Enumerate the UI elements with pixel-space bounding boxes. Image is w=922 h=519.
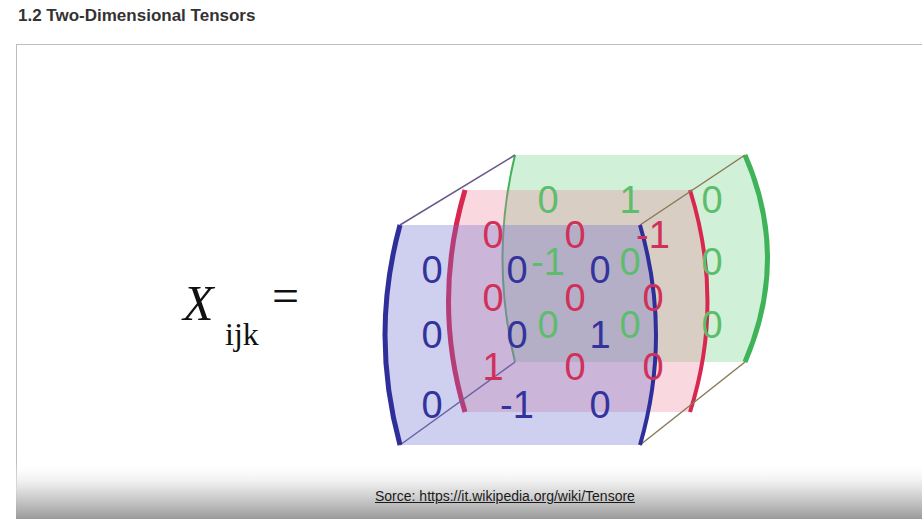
middle-slice-entry: 1 xyxy=(482,348,503,386)
middle-slice-entry: 0 xyxy=(482,216,503,254)
back-slice-entry: 0 xyxy=(537,306,558,344)
back-slice-entry: 1 xyxy=(619,181,640,219)
source-caption: Sorce: https://it.wikipedia.org/wiki/Ten… xyxy=(375,489,635,503)
back-slice-entry: 0 xyxy=(701,181,722,219)
back-slice-entry: 0 xyxy=(619,306,640,344)
middle-slice-entry: 0 xyxy=(482,279,503,317)
back-slice-entry: -1 xyxy=(531,243,565,281)
front-slice-entry: 0 xyxy=(506,316,527,354)
middle-slice-entry: -1 xyxy=(636,216,670,254)
front-slice-entry: -1 xyxy=(500,386,534,424)
back-slice-entry: 0 xyxy=(701,243,722,281)
middle-slice-entry: 0 xyxy=(564,348,585,386)
front-slice-entry: 1 xyxy=(589,316,610,354)
front-slice-entry: 0 xyxy=(506,251,527,289)
front-slice-entry: 0 xyxy=(421,386,442,424)
front-slice-entry: 0 xyxy=(421,251,442,289)
back-slice-entry: 0 xyxy=(537,181,558,219)
tensor-symbol: X xyxy=(183,278,214,328)
middle-slice-entry: 0 xyxy=(642,279,663,317)
section-heading: 1.2 Two-Dimensional Tensors xyxy=(18,7,255,24)
middle-slice-entry: 0 xyxy=(564,216,585,254)
front-slice-entry: 0 xyxy=(589,386,610,424)
index-subscript: ijk xyxy=(225,318,259,350)
middle-slice-entry: 0 xyxy=(642,348,663,386)
front-slice-entry: 0 xyxy=(589,251,610,289)
equals-sign: = xyxy=(272,272,299,320)
back-slice-entry: 0 xyxy=(701,306,722,344)
middle-slice-entry: 0 xyxy=(564,279,585,317)
front-slice-entry: 0 xyxy=(421,316,442,354)
